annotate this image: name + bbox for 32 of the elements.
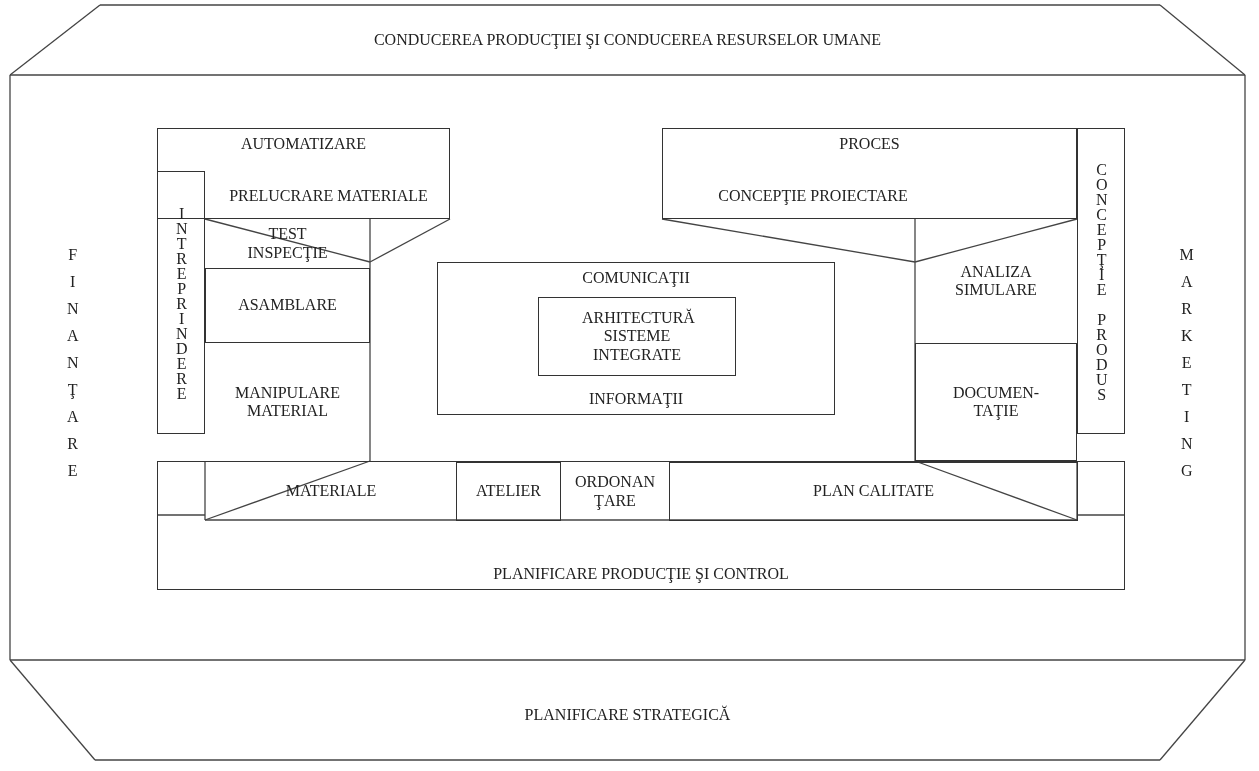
section-label: ATELIER [476,482,541,501]
section-label: PROCES [839,135,900,154]
section-label: ANALIZA SIMULARE [954,262,1038,300]
section-label: PLANIFICARE STRATEGICĂ [524,706,731,725]
section-label: AUTOMATIZARE [241,135,366,154]
section-label: INFORMAŢII [588,389,684,408]
vertical-label: CONCEPŢIE PRODUS [1092,161,1111,401]
section-label: PLAN CALITATE [813,482,934,501]
vertical-label: INTREPRINDERE [172,205,191,400]
section-label: DOCUMEN- TAŢIE [951,383,1041,421]
section-label: MANIPULARE MATERIAL [234,383,341,421]
section-box [662,128,1077,219]
section-label: TEST INSPECŢIE [246,225,329,262]
vertical-label: MARKETING [1177,246,1196,489]
section-label: COMUNICAŢII [582,269,690,288]
section-box [157,461,1125,590]
cell-box [456,462,561,521]
cell-box [915,343,1077,461]
section-label: PRELUCRARE MATERIALE [229,186,428,206]
section-label: CONCEPŢIE PROIECTARE [718,186,908,206]
vertical-label: FINANŢARE [63,246,82,489]
inner-box [538,297,736,376]
section-label: PLANIFICARE PRODUCŢIE ŞI CONTROL [493,564,789,583]
strip-box [157,171,205,434]
cell-box [205,268,370,343]
center-box [437,262,835,415]
section-label: CONDUCEREA PRODUCŢIEI ŞI CONDUCEREA RESURSELOR UMANE [373,30,882,50]
strip-box [1077,128,1125,434]
section-label: MATERIALE [285,482,377,501]
section-label: ORDONAN ŢARE [574,473,656,510]
section-label: ASAMBLARE [238,296,337,315]
cell-box [669,462,1078,521]
